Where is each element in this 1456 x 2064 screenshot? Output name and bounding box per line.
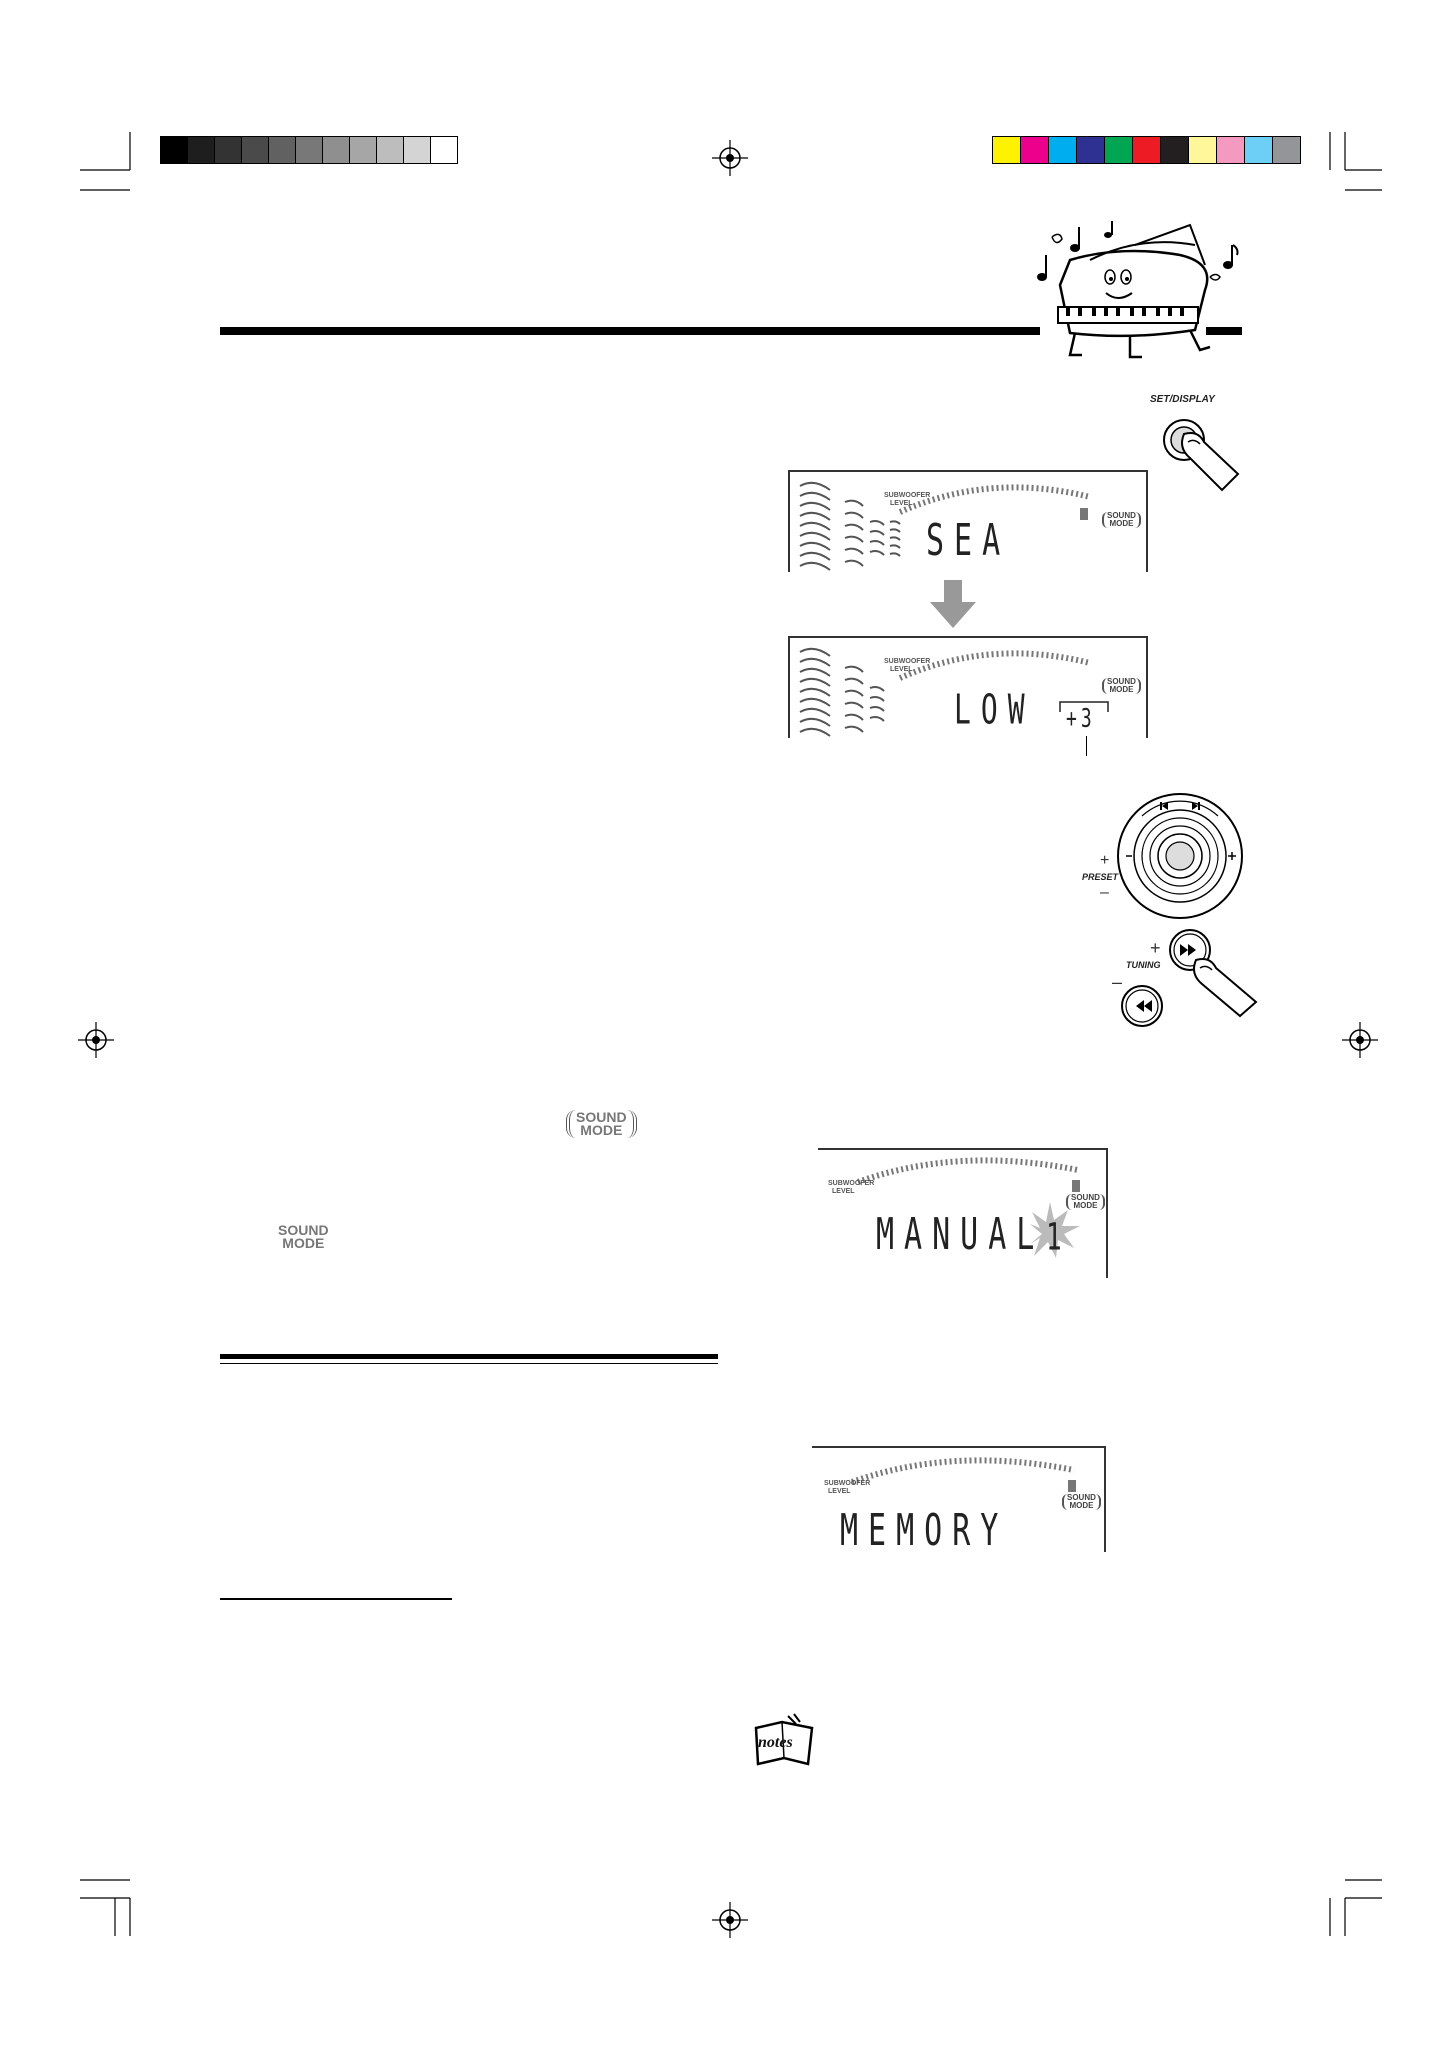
color-swatch [295,137,322,163]
preset-minus-label: – [1100,884,1109,901]
lcd-display1-text: SEA CONT [926,516,1028,572]
color-swatch [1076,137,1104,163]
subwoofer-label: SUBWOOFER [884,658,931,665]
subwoofer-label: SUBWOOFER [828,1180,875,1187]
header-rule-end [1206,327,1242,335]
level-label: LEVEL [828,1488,851,1495]
notes-icon [754,1713,814,1766]
color-swatch [1272,137,1300,163]
registration-target-icon [712,140,748,176]
set-display-button[interactable] [1160,412,1250,492]
lcd-display4-text: MEMORY [840,1506,1009,1552]
color-swatch [1104,137,1132,163]
level-label: LEVEL [832,1188,855,1195]
grayscale-calibration-bar [160,136,458,164]
color-swatch [1160,137,1188,163]
color-swatch [1188,137,1216,163]
lcd-display3-number: 1 [1046,1216,1072,1260]
subwoofer-label: SUBWOOFER [884,492,931,499]
level-label: LEVEL [890,500,913,507]
color-swatch [268,137,295,163]
piano-mascot-icon [1037,221,1239,359]
tuning-plus-label: + [1150,938,1161,958]
color-swatch [430,137,457,163]
color-swatch [1020,137,1048,163]
registration-target-icon [712,1902,748,1938]
subwoofer-label: SUBWOOFER [824,1480,871,1487]
tuning-minus-label: – [1112,972,1123,992]
color-calibration-bar [992,136,1301,164]
lcd-display2-value: +3 [1066,704,1096,735]
color-swatch [322,137,349,163]
section-rule-thin [220,1363,718,1364]
color-swatch [1216,137,1244,163]
color-swatch [403,137,430,163]
section-rule [220,1354,718,1359]
color-swatch [214,137,241,163]
tuning-label: TUNING [1126,960,1161,970]
color-swatch [376,137,403,163]
set-display-label: SET/DISPLAY [1150,394,1215,405]
tuning-forward-button[interactable] [1166,926,1266,1018]
level-label: LEVEL [890,666,913,673]
preset-label: PRESET [1082,872,1119,882]
notes-label: notes [758,1734,793,1751]
registration-target-icon [1342,1022,1378,1058]
registration-target-icon [78,1022,114,1058]
multi-control-dial[interactable] [1114,790,1254,922]
color-swatch [1048,137,1076,163]
color-swatch [1132,137,1160,163]
header-rule [220,327,1040,335]
color-swatch [241,137,268,163]
value-pointer-line [1086,736,1087,756]
preset-plus-label: + [1100,852,1110,869]
arrow-down-icon [930,580,976,628]
lcd-display3-text: MANUAL [876,1210,1045,1261]
color-swatch [349,137,376,163]
footnote-rule [220,1598,452,1600]
tuning-backward-button[interactable] [1118,982,1168,1032]
color-swatch [161,137,187,163]
color-swatch [187,137,214,163]
color-swatch [993,137,1020,163]
color-swatch [1244,137,1272,163]
lcd-display2-text: LOW [954,686,1035,734]
